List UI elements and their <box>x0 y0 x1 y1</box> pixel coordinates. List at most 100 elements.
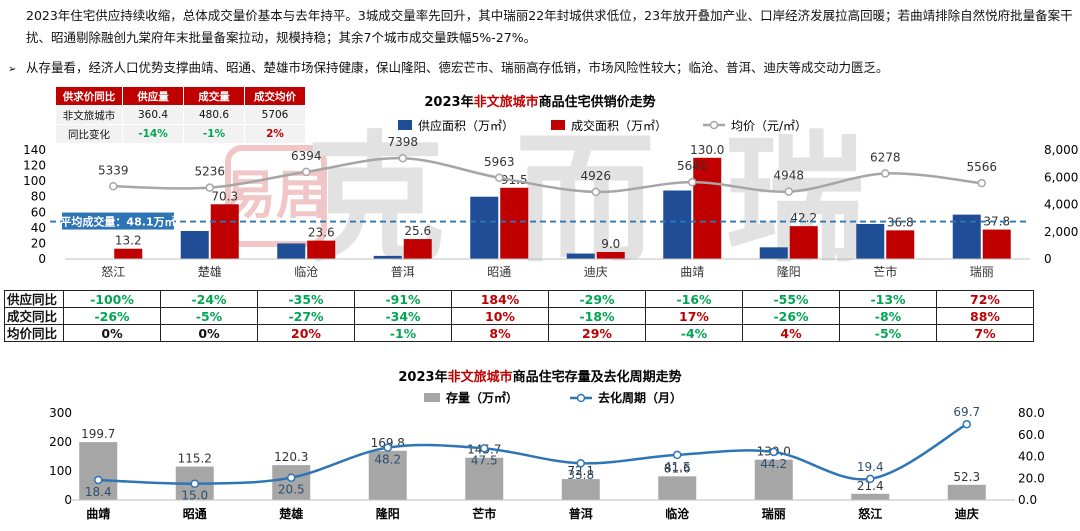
summary-header: 供求价同比 <box>55 86 123 106</box>
yoy-cell: -16% <box>645 290 743 308</box>
y2-tick-label: 0.0 <box>1018 493 1037 507</box>
yoy-cell: 7% <box>936 324 1034 342</box>
yoy-cell: -5% <box>839 324 937 342</box>
deal-bar <box>982 229 1011 259</box>
cycle-point <box>480 444 489 453</box>
chart2-categories: 曲靖昭通楚雄隆阳芒市普洱临沧瑞丽怒江迪庆 <box>86 506 979 521</box>
legend-marker <box>709 120 719 130</box>
stock-cycle-chart: 2023年非文旅城市商品住宅存量及去化周期走势 存量（万㎡）去化周期（月） 01… <box>49 369 1045 521</box>
supply-bar <box>663 190 692 259</box>
yoy-cell: -35% <box>257 290 355 308</box>
deal-bar <box>114 248 143 259</box>
legend-swatch <box>424 393 440 402</box>
stock-bar <box>947 484 986 500</box>
y-tick-label: 0 <box>64 493 72 507</box>
summary-header: 供应量 <box>122 86 184 106</box>
summary-cell: -1% <box>183 124 245 144</box>
cycle-point <box>866 474 875 484</box>
watermark-seal-frame <box>225 145 327 247</box>
cycle-value-label: 44.2 <box>760 457 787 471</box>
cycle-value-label: 33.8 <box>567 468 594 482</box>
chart1-legend: 供应面积（万㎡）成交面积（万㎡）均价（元/㎡） <box>398 118 807 133</box>
summary-header-row: 供求价同比 供应量 成交量 成交均价 <box>55 86 306 106</box>
deal-value-label: 23.6 <box>308 226 335 240</box>
summary-row: 非文旅城市 360.4 480.6 5706 <box>55 105 306 125</box>
supply-bar <box>470 196 499 259</box>
deal-bar <box>307 240 336 259</box>
x-tick-label: 普洱 <box>569 506 593 521</box>
supply-bar <box>277 243 306 259</box>
cycle-value-label: 69.7 <box>953 405 980 419</box>
price-value-label: 5236 <box>194 165 225 179</box>
yoy-cell: -24% <box>160 290 258 308</box>
price-point <box>784 187 793 196</box>
chart1-average-line: 平均成交量：48.1万㎡ <box>50 212 1030 230</box>
y-tick-label: 300 <box>49 406 72 420</box>
summary-cell: 5706 <box>244 105 306 125</box>
yoy-cell: -18% <box>548 307 646 325</box>
stock-value-label: 72.1 <box>567 464 594 478</box>
bullet-2-text: 从存量看，经济人口优势支撑曲靖、昭通、楚雄市场保持健康，保山隆阳、德宏芒市、瑞丽… <box>26 60 889 75</box>
bullet-1: ➢2023年住宅供应持续收缩，总体成交量价基本与去年持平。3城成交量率先回升，其… <box>8 6 1076 48</box>
yoy-row: 成交同比-26%-5%-27%-34%10%-18%17%-26%-8%88% <box>4 307 1034 325</box>
price-point <box>109 182 118 191</box>
y-tick-label: 80 <box>31 190 46 204</box>
cycle-value-label: 18.4 <box>85 485 112 499</box>
legend-label: 存量（万㎡） <box>445 390 518 405</box>
yoy-cell: 10% <box>451 307 549 325</box>
y2-tick-label: 60.0 <box>1018 428 1045 442</box>
chart1-title: 2023年非文旅城市商品住宅供销价走势 <box>424 94 655 110</box>
stock-bar <box>79 442 118 500</box>
deal-bar <box>596 251 625 259</box>
y2-tick-label: 80.0 <box>1018 406 1045 420</box>
y-tick-label: 0 <box>38 252 46 266</box>
summary-cell: 480.6 <box>183 105 245 125</box>
yoy-cell: -91% <box>354 290 452 308</box>
y-tick-label: 120 <box>23 159 46 173</box>
x-tick-label: 楚雄 <box>198 264 222 278</box>
summary-cell: 2% <box>244 124 306 144</box>
legend-marker <box>576 393 586 403</box>
price-point <box>398 153 407 163</box>
summary-table: 供求价同比 供应量 成交量 成交均价 非文旅城市 360.4 480.6 570… <box>55 86 306 144</box>
deal-bar <box>403 239 432 259</box>
summary-cell: 同比变化 <box>55 124 123 144</box>
stock-value-label: 120.3 <box>274 450 308 464</box>
deal-bar <box>210 204 239 259</box>
deal-value-label: 37.8 <box>983 215 1010 229</box>
x-tick-label: 怒江 <box>101 264 125 278</box>
yoy-cell: 29% <box>548 324 646 342</box>
deal-bar <box>886 230 915 259</box>
summary-header: 成交量 <box>183 86 245 106</box>
price-value-label: 5339 <box>98 163 129 177</box>
yoy-cell: -26% <box>742 307 840 325</box>
price-point <box>495 173 504 183</box>
stock-bar <box>465 457 504 500</box>
y-tick-label: 20 <box>31 236 46 250</box>
chart2-title-part-1: 2023年 <box>398 369 447 385</box>
y2-tick-label: 4,000 <box>1044 198 1078 212</box>
yoy-cell: -26% <box>63 307 161 325</box>
yoy-cell: -34% <box>354 307 452 325</box>
summary-cell: -14% <box>122 124 184 144</box>
yoy-row: 供应同比-100%-24%-35%-91%184%-29%-16%-55%-13… <box>4 290 1034 308</box>
yoy-row-label: 均价同比 <box>4 324 64 342</box>
y2-tick-label: 40.0 <box>1018 450 1045 464</box>
yoy-cell: 20% <box>257 324 355 342</box>
cycle-point <box>94 475 103 485</box>
deal-value-label: 70.3 <box>211 189 238 203</box>
deal-value-label: 25.6 <box>404 224 431 238</box>
x-tick-label: 曲靖 <box>680 265 704 278</box>
y-tick-label: 140 <box>23 143 46 157</box>
y-tick-label: 100 <box>49 464 72 478</box>
price-point <box>205 183 214 192</box>
legend-label: 均价（元/㎡） <box>731 119 807 133</box>
deal-value-label: 9.0 <box>601 237 620 251</box>
cycle-value-label: 19.4 <box>857 460 884 474</box>
cycle-value-label: 41.5 <box>664 460 691 474</box>
summary-header: 成交均价 <box>244 86 306 106</box>
yoy-cell: -13% <box>839 290 937 308</box>
